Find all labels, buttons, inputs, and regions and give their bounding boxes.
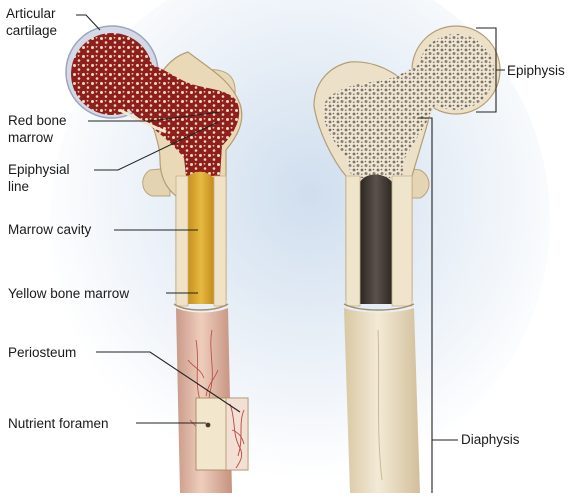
label-epiphysial-line-line1: Epiphysial	[8, 161, 70, 178]
label-articular-cartilage-line1: Articular	[6, 5, 57, 22]
label-nutrient-foramen: Nutrient foramen	[8, 415, 109, 432]
label-red-bone-marrow-line1: Red bone	[8, 112, 67, 129]
label-red-bone-marrow: Red bone marrow	[8, 112, 67, 146]
label-epiphysial-line: Epiphysial line	[8, 161, 70, 195]
label-articular-cartilage-line2: cartilage	[6, 22, 57, 39]
label-epiphysial-line-line2: line	[8, 178, 70, 195]
yellow-bone-marrow	[188, 172, 214, 304]
diaphysis-shaft	[344, 308, 420, 493]
label-yellow-bone-marrow: Yellow bone marrow	[8, 285, 129, 302]
leader-articular-cartilage	[76, 15, 100, 30]
label-marrow-cavity: Marrow cavity	[8, 221, 91, 238]
label-periosteum: Periosteum	[8, 344, 76, 361]
label-red-bone-marrow-line2: marrow	[8, 129, 67, 146]
medullary-cavity	[360, 175, 392, 305]
label-epiphysis: Epiphysis	[507, 62, 565, 79]
label-diaphysis: Diaphysis	[461, 431, 520, 448]
label-articular-cartilage: Articular cartilage	[6, 5, 57, 39]
nutrient-foramen	[206, 423, 211, 428]
